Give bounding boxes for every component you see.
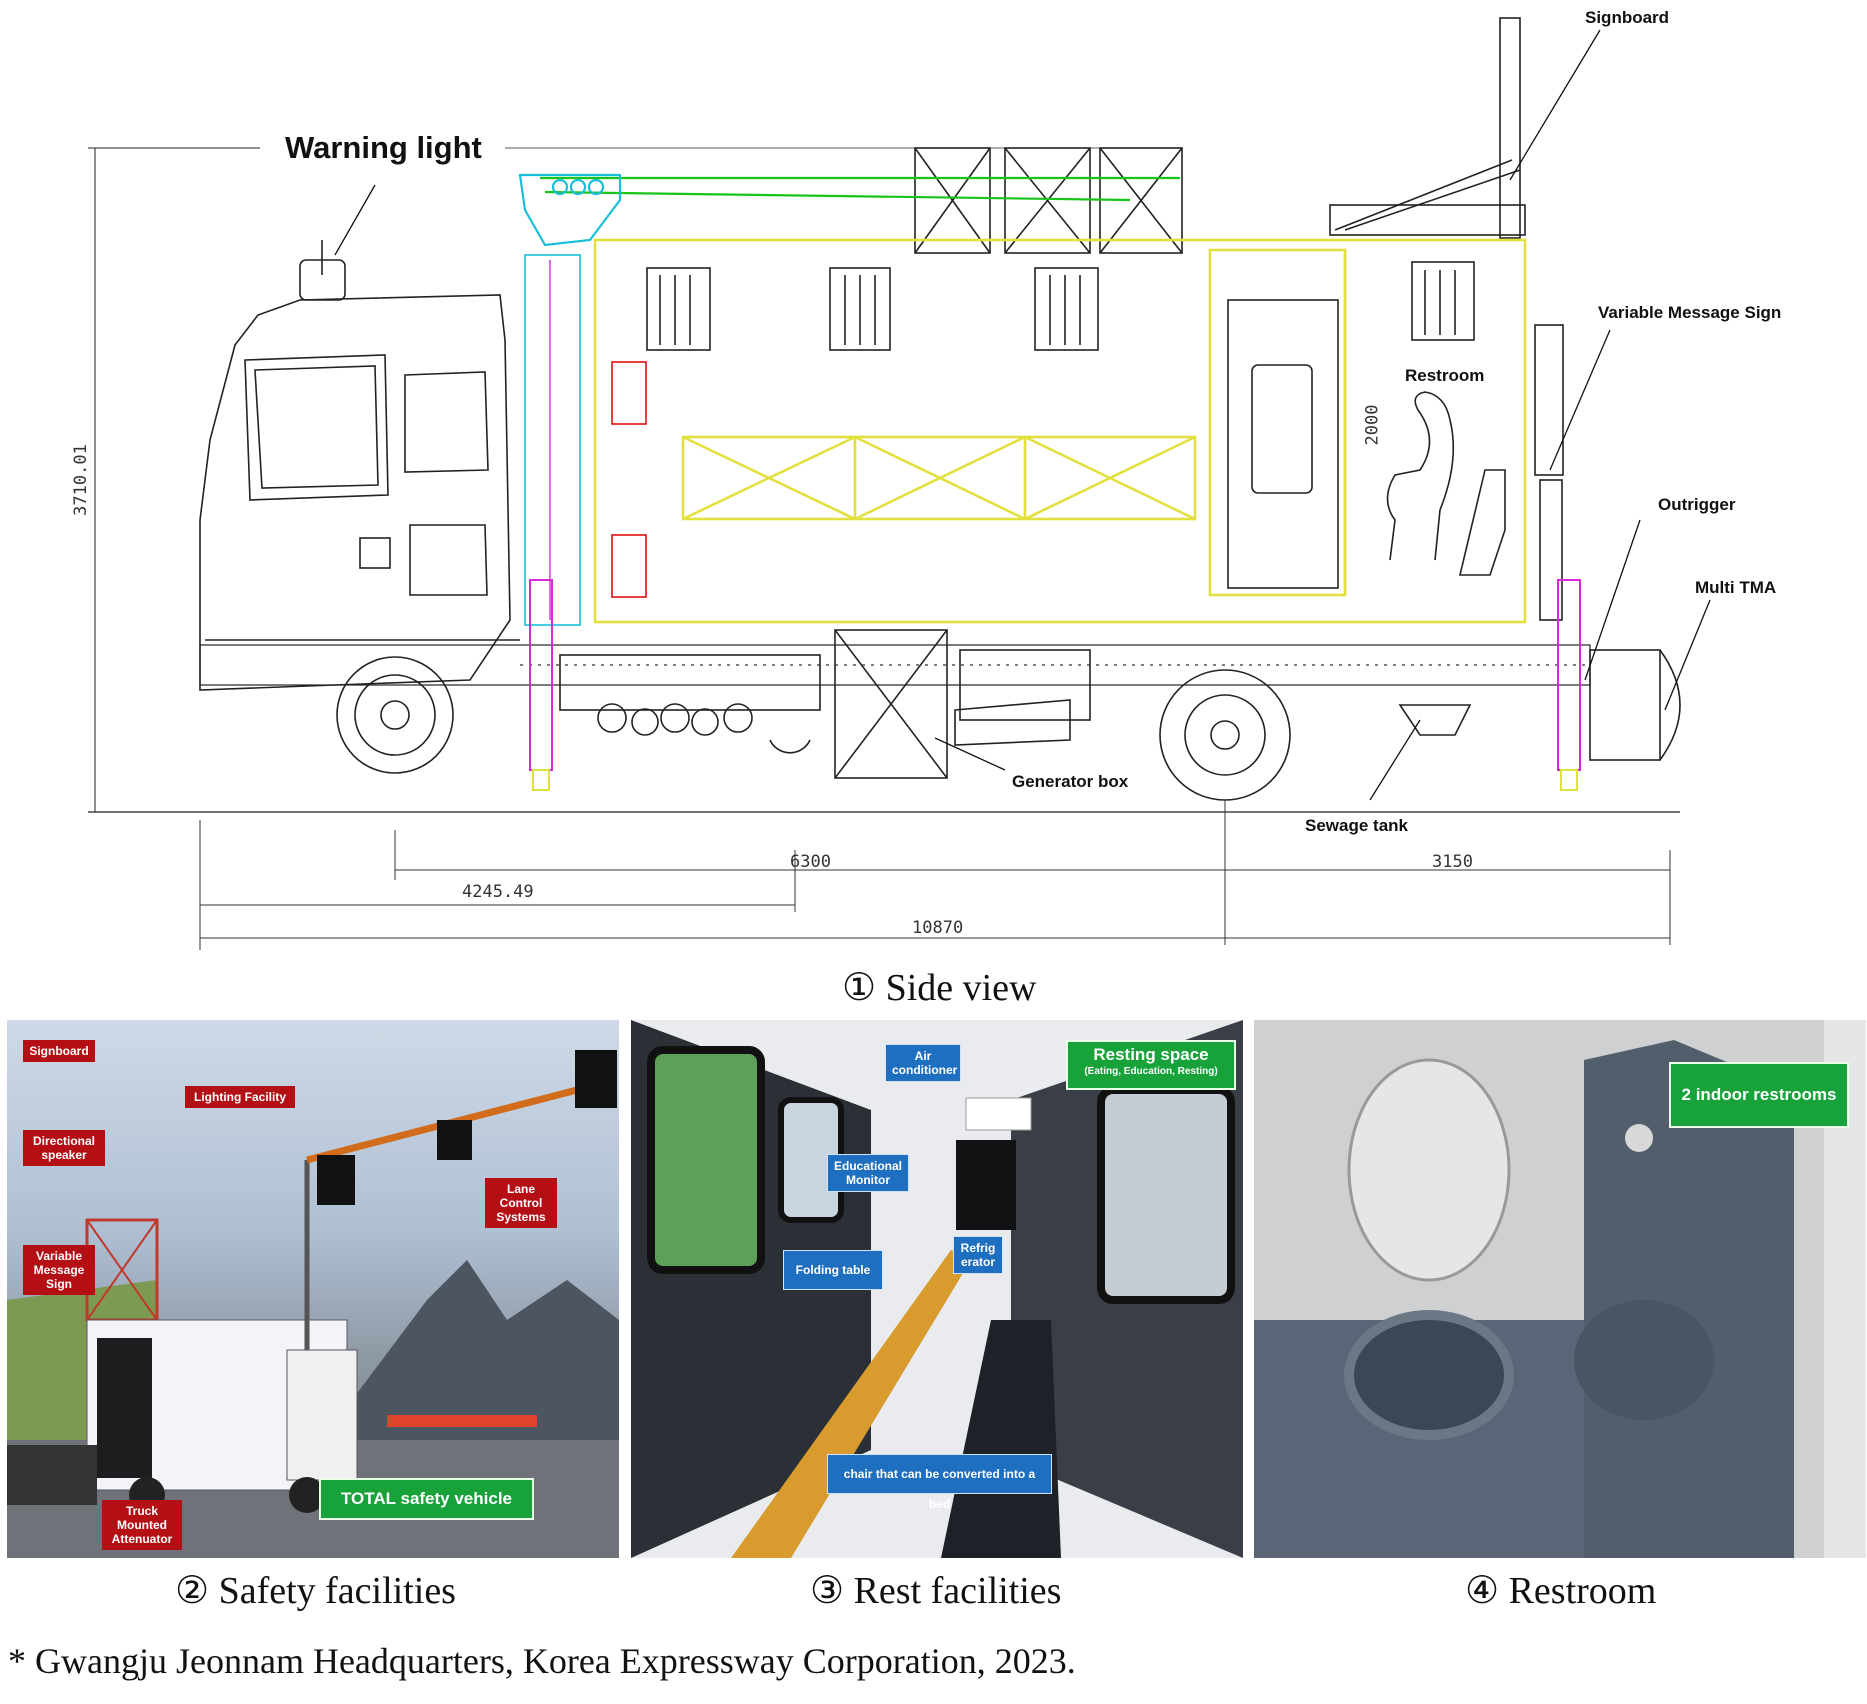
restroom-height-dimension: 2000 (1362, 404, 1383, 446)
indoor-restrooms-tag: 2 indoor restrooms (1669, 1062, 1849, 1128)
safety-facilities-caption: ② Safety facilities (175, 1570, 456, 1612)
sewage-tank-label: Sewage tank (1305, 816, 1408, 835)
rest-scene (631, 1020, 1243, 1558)
generator-box-label: Generator box (1012, 772, 1129, 791)
resting-space-tag: Resting space (Eating, Education, Restin… (1066, 1040, 1236, 1090)
outrigger-label: Outrigger (1658, 495, 1736, 514)
restroom-caption: ④ Restroom (1465, 1570, 1657, 1612)
refrigerator-tag: Refrig erator (953, 1236, 1003, 1274)
resting-space-subtitle: (Eating, Education, Resting) (1084, 1066, 1218, 1077)
safety-facilities-photo: Signboard Lighting Facility Directional … (7, 1020, 619, 1558)
total-safety-vehicle-tag: TOTAL safety vehicle (319, 1478, 534, 1520)
multi-tma-label: Multi TMA (1695, 578, 1777, 597)
restroom-photo: 2 indoor restrooms (1254, 1020, 1866, 1558)
height-dimension: 3710.01 (70, 444, 91, 516)
truck-mounted-attenuator-tag: Truck Mounted Attenuator (102, 1500, 182, 1550)
lane-control-systems-tag: Lane Control Systems (485, 1178, 557, 1228)
source-footnote: * Gwangju Jeonnam Headquarters, Korea Ex… (8, 1641, 1076, 1681)
restroom-scene (1254, 1020, 1866, 1558)
warning-light-label: Warning light (277, 130, 490, 166)
total-length-dimension: 10870 (912, 918, 964, 938)
directional-speaker-tag: Directional speaker (23, 1130, 105, 1166)
signboard-tag: Signboard (23, 1040, 95, 1062)
folding-table-tag: Folding table (783, 1250, 883, 1290)
signboard-label: Signboard (1585, 8, 1670, 27)
rest-facilities-caption: ③ Rest facilities (810, 1570, 1062, 1612)
variable-message-sign-label: Variable Message Sign (1598, 303, 1782, 322)
restroom-label: Restroom (1405, 366, 1485, 385)
educational-monitor-tag: Educational Monitor (827, 1154, 909, 1192)
air-conditioner-tag: Air conditioner (885, 1044, 961, 1082)
side-view-drawing (88, 17, 1711, 950)
resting-space-title: Resting space (1093, 1045, 1209, 1064)
rest-facilities-photo: Air conditioner Educational Monitor Refr… (631, 1020, 1243, 1558)
variable-message-sign-tag: Variable Message Sign (23, 1245, 95, 1295)
front-axle-dimension: 4245.49 (462, 882, 534, 902)
rear-overhang-dimension: 3150 (1432, 852, 1473, 872)
lighting-facility-tag: Lighting Facility (185, 1086, 295, 1108)
side-view-caption: ① Side view (842, 967, 1037, 1009)
convertible-chair-tag: chair that can be converted into a bed (827, 1454, 1052, 1511)
wheelbase-dimension: 6300 (790, 852, 831, 872)
